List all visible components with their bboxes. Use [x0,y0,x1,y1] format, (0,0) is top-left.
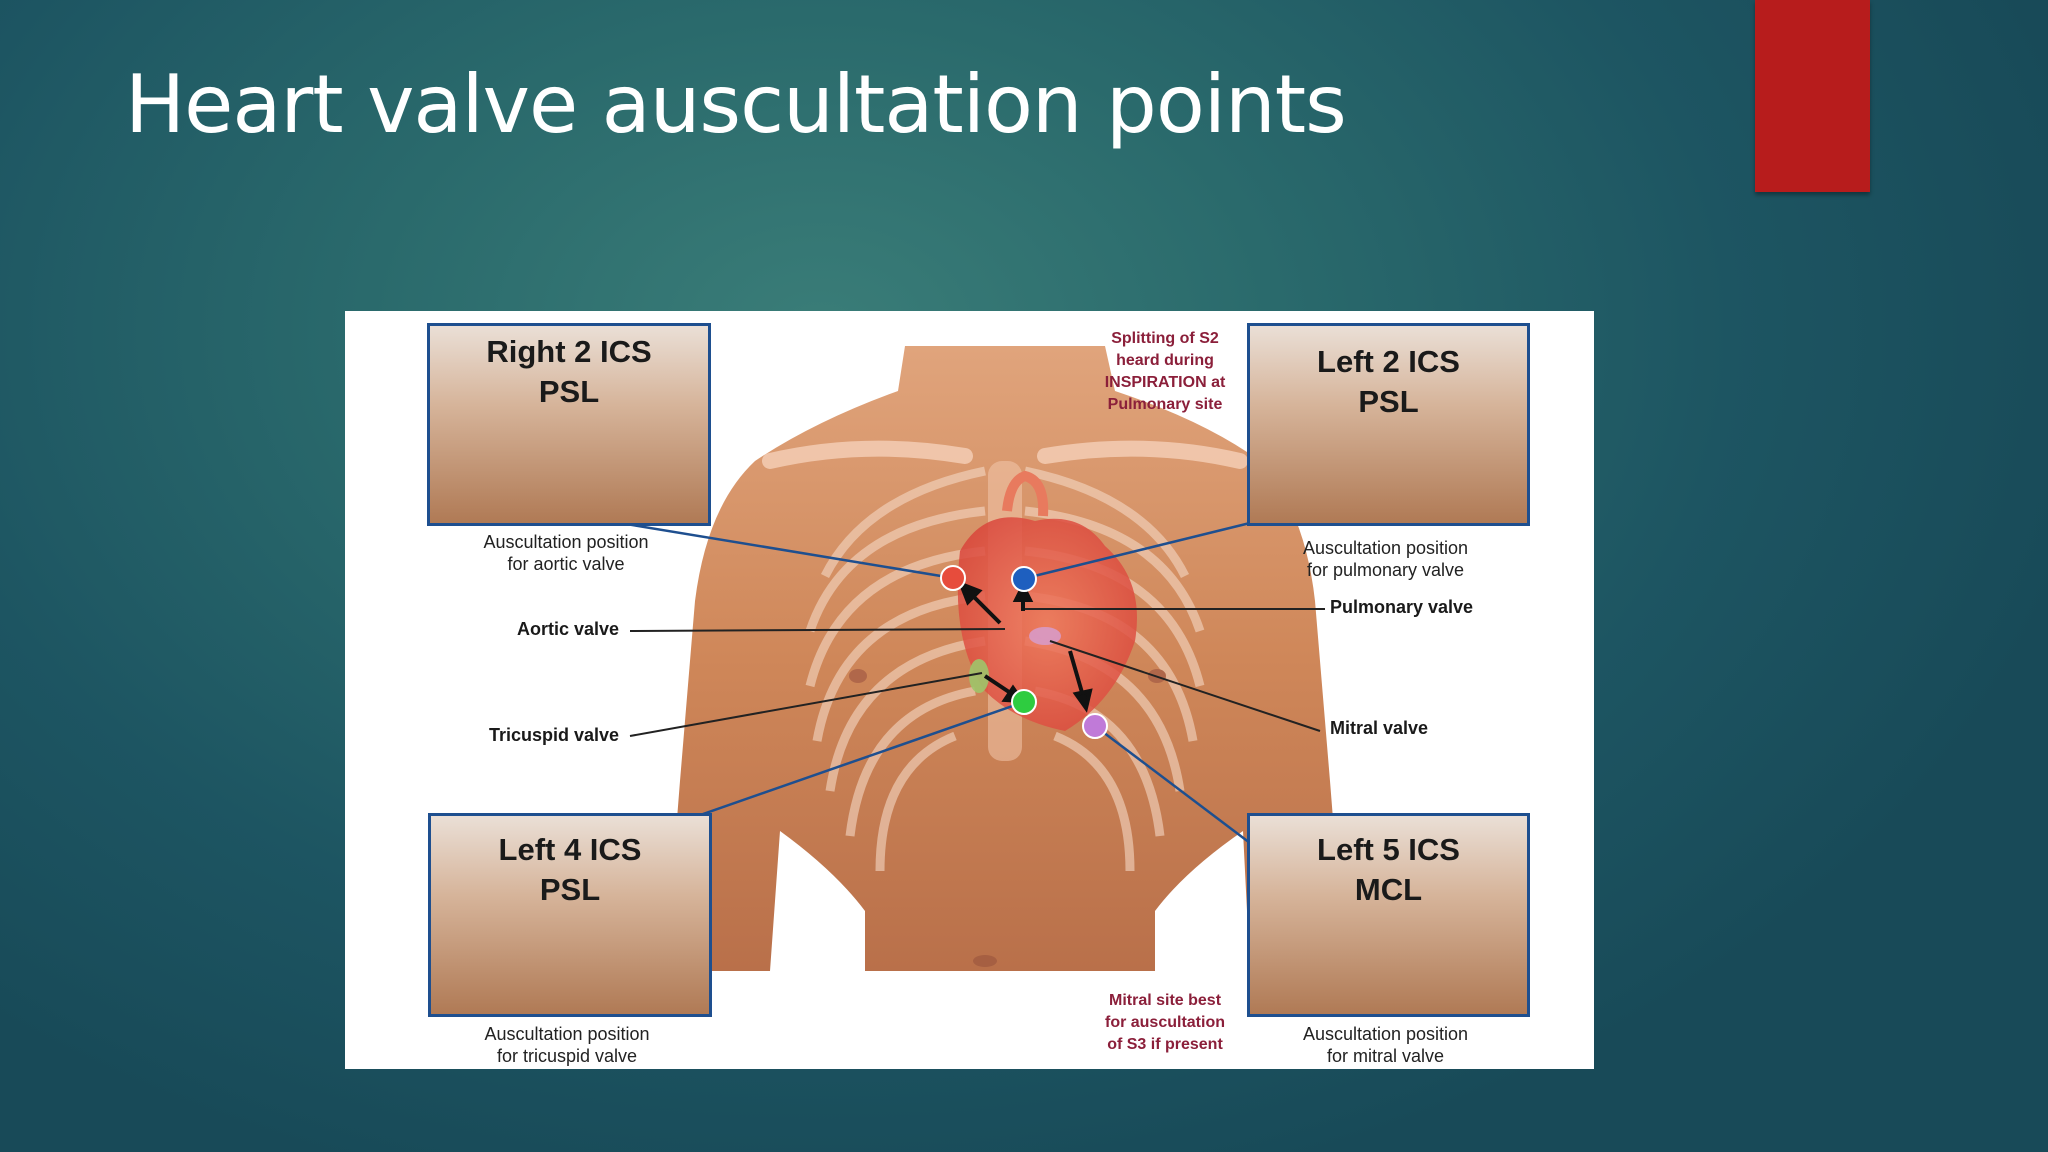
label-mitral-valve: Mitral valve [1330,718,1429,738]
caption-mitral: Auscultation position for mitral valve [1302,1024,1469,1066]
panel-mitral: Left 5 ICS MCL [1247,813,1530,1017]
tricuspid-point-dot [1011,689,1037,715]
caption-aortic: Auscultation position for aortic valve [483,532,649,574]
red-accent-bar [1755,0,1870,192]
panel-aortic: Right 2 ICS PSL [427,323,711,526]
panel-aortic-title-line2: PSL [538,374,600,409]
mitral-point-dot [1082,713,1108,739]
panel-aortic-title-line1: Right 2 ICS [486,334,652,369]
heart-shape [957,517,1137,731]
caption-tricuspid: Auscultation position for tricuspid valv… [484,1024,650,1066]
panel-mitral-title-line2: MCL [1354,872,1423,907]
panel-tricuspid-title: Left 4 ICS PSL [431,830,709,910]
panel-pulmonary-title: Left 2 ICS PSL [1250,342,1527,422]
note-mitral-s3: Mitral site best for auscultation of S3 … [1104,992,1225,1053]
torso-illustration [619,346,1345,971]
panel-pulmonary: Left 2 ICS PSL [1247,323,1530,526]
panel-pulmonary-title-line2: PSL [1358,384,1419,419]
panel-mitral-title-line1: Left 5 ICS [1317,832,1460,867]
panel-aortic-title: Right 2 ICS PSL [430,332,708,412]
ribcage-left [805,466,986,872]
note-splitting-s2: Splitting of S2 heard during INSPIRATION… [1104,330,1226,413]
label-tricuspid-valve: Tricuspid valve [489,725,620,745]
caption-pulmonary: Auscultation position for pulmonary valv… [1302,538,1469,580]
panel-tricuspid-title-line1: Left 4 ICS [498,832,642,867]
pulmonary-point-dot [1011,566,1037,592]
valve-label-lines [629,608,1325,737]
panel-tricuspid-title-line2: PSL [539,872,601,907]
panel-mitral-title: Left 5 ICS MCL [1250,830,1527,910]
panel-tricuspid: Left 4 ICS PSL [428,813,712,1017]
label-pulmonary-valve: Pulmonary valve [1330,597,1474,617]
auscultation-figure: Right 2 ICS PSL Auscultation position fo… [345,311,1594,1069]
slide-title: Heart valve auscultation points [125,58,1347,151]
aortic-point-dot [940,565,966,591]
label-aortic-valve: Aortic valve [517,619,620,639]
panel-pulmonary-title-line1: Left 2 ICS [1317,344,1460,379]
